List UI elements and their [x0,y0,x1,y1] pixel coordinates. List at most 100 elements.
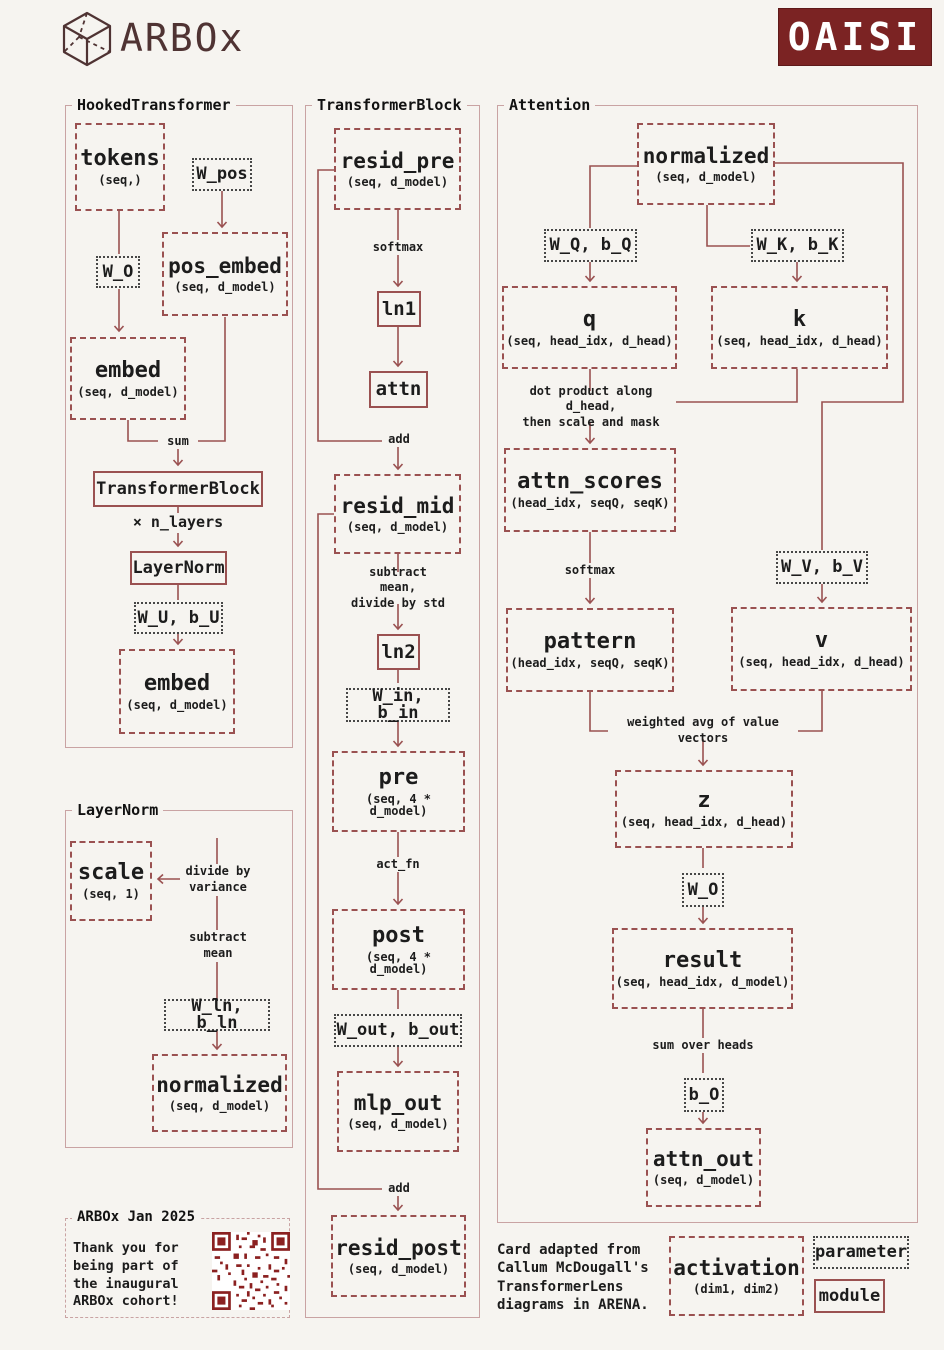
w-v-box: W_V, b_V [776,551,868,584]
pattern-box: pattern (head_idx, seqQ, seqK) [506,608,674,692]
attn-label: attn [375,378,422,400]
legend-activation: activation (dim1, dim2) [669,1236,804,1316]
ln1-label: ln1 [381,297,417,320]
post-dims: (seq, 4 * d_model) [365,949,432,976]
dot-product-label: dot product along d_head, then scale and… [506,384,676,429]
pos-embed-dims: (seq, d_model) [174,279,276,294]
attn-scores-label: attn_scores [517,469,663,494]
hooked-transformer-title: HookedTransformer [72,96,236,114]
w-in-label: W_in, b_in [372,686,424,723]
w-k-label: W_K, b_K [756,235,839,255]
brand-wordmark: ARBOx [120,16,245,60]
pre-label: pre [378,764,419,790]
scale-label: scale [77,860,145,885]
arbox-card-title: ARBOx Jan 2025 [72,1209,201,1225]
attn-module: attn [369,371,428,408]
n-layers-label: × n_layers [128,513,228,533]
post-box: post (seq, 4 * d_model) [332,909,465,990]
resid-pre-dims: (seq, d_model) [346,174,449,189]
unembed-dims: (seq, d_model) [126,697,228,712]
attn-scores-box: attn_scores (head_idx, seqQ, seqK) [504,448,676,532]
resid-pre-box: resid_pre (seq, d_model) [334,128,461,210]
q-box: q (seq, head_idx, d_head) [502,286,677,369]
w-in-box: W_in, b_in [346,688,450,722]
w-out-label: W_out, b_out [336,1020,460,1040]
w-u-box: W_U, b_U [134,602,223,634]
layernorm-title: LayerNorm [72,801,164,819]
legend-activation-label: activation [673,1255,800,1280]
pre-dims: (seq, 4 * d_model) [365,791,432,818]
subtract-mean-label: subtract mean [189,930,247,962]
layernorm-module-label: LayerNorm [132,557,225,578]
w-ln-label: W_ln, b_ln [191,996,243,1033]
resid-post-dims: (seq, d_model) [347,1261,450,1276]
attention-title: Attention [504,96,596,114]
tokens-dims: (seq,) [98,173,142,187]
resid-mid-dims: (seq, d_model) [346,519,449,534]
legend-parameter: parameter [813,1236,909,1269]
layernorm-module: LayerNorm [130,551,227,585]
normalized-ln-box: normalized (seq, d_model) [152,1054,287,1132]
z-dims: (seq, head_idx, d_head) [620,815,788,829]
post-label: post [372,922,425,948]
legend-activation-dims: (dim1, dim2) [693,1281,780,1296]
scale-dims: (seq, 1) [82,887,140,901]
z-box: z (seq, head_idx, d_head) [615,770,793,848]
embed-box: embed (seq, d_model) [70,337,186,420]
legend-module-label: module [818,1285,881,1306]
w-pos-box: W_pos [192,158,252,191]
normalized-ln-label: normalized [156,1072,283,1097]
legend-module: module [814,1279,885,1313]
normalized-dims: (seq, d_model) [655,169,757,184]
k-label: k [792,306,807,332]
weighted-avg-label: weighted avg of value vectors [608,715,798,745]
w-v-label: W_V, b_V [781,557,863,577]
credit-text: Card adapted from Callum McDougall's Tra… [497,1242,649,1314]
ln1-module: ln1 [377,291,421,327]
cube-wireframe-icon [62,11,112,67]
w-o-embed-box: W_O [96,256,140,288]
act-fn-label: act_fn [375,856,421,872]
embed-dims: (seq, d_model) [77,384,179,399]
transformer-block-container: TransformerBlock [305,96,480,1318]
attn-out-label: attn_out [652,1147,755,1171]
pattern-dims: (head_idx, seqQ, seqK) [510,656,670,670]
scale-box: scale (seq, 1) [70,841,152,921]
attention-softmax-label: softmax [562,563,618,578]
w-o-attn-label: W_O [687,879,719,900]
qr-code [212,1232,290,1310]
v-dims: (seq, head_idx, d_head) [738,655,905,669]
attn-scores-dims: (head_idx, seqQ, seqK) [510,496,670,510]
w-o-embed-label: W_O [102,261,134,282]
divide-by-variance-label: divide by variance [180,864,256,896]
result-label: result [662,947,743,973]
add2-label: add [382,1181,416,1196]
hooked-transformer-container: HookedTransformer [65,96,293,748]
b-o-box: b_O [684,1078,724,1112]
oaisi-badge: OAISI [778,8,932,66]
mlp-out-label: mlp_out [353,1091,443,1115]
w-pos-label: W_pos [196,164,248,184]
k-dims: (seq, head_idx, d_head) [716,333,883,348]
k-box: k (seq, head_idx, d_head) [711,286,888,369]
ln2-label: ln2 [381,640,416,663]
w-out-box: W_out, b_out [334,1014,462,1047]
normalized-ln-dims: (seq, d_model) [168,1098,271,1113]
resid-mid-box: resid_mid (seq, d_model) [334,474,461,554]
w-q-label: W_Q, b_Q [549,235,632,255]
attention-container: Attention [497,96,918,1223]
mlp-out-box: mlp_out (seq, d_model) [337,1071,459,1152]
arbox-card-container: ARBOx Jan 2025 [65,1209,290,1318]
transformer-block-title: TransformerBlock [312,96,467,114]
legend-parameter-label: parameter [814,1242,908,1262]
ln2-module: ln2 [377,634,420,670]
transformer-block-module-label: TransformerBlock [96,478,260,499]
resid-post-box: resid_post (seq, d_model) [331,1215,466,1297]
w-q-box: W_Q, b_Q [544,229,637,262]
b-o-label: b_O [688,1084,720,1105]
w-o-attn-box: W_O [682,873,724,907]
tokens-box: tokens (seq,) [75,123,165,211]
z-label: z [697,788,711,813]
pattern-label: pattern [543,629,637,654]
